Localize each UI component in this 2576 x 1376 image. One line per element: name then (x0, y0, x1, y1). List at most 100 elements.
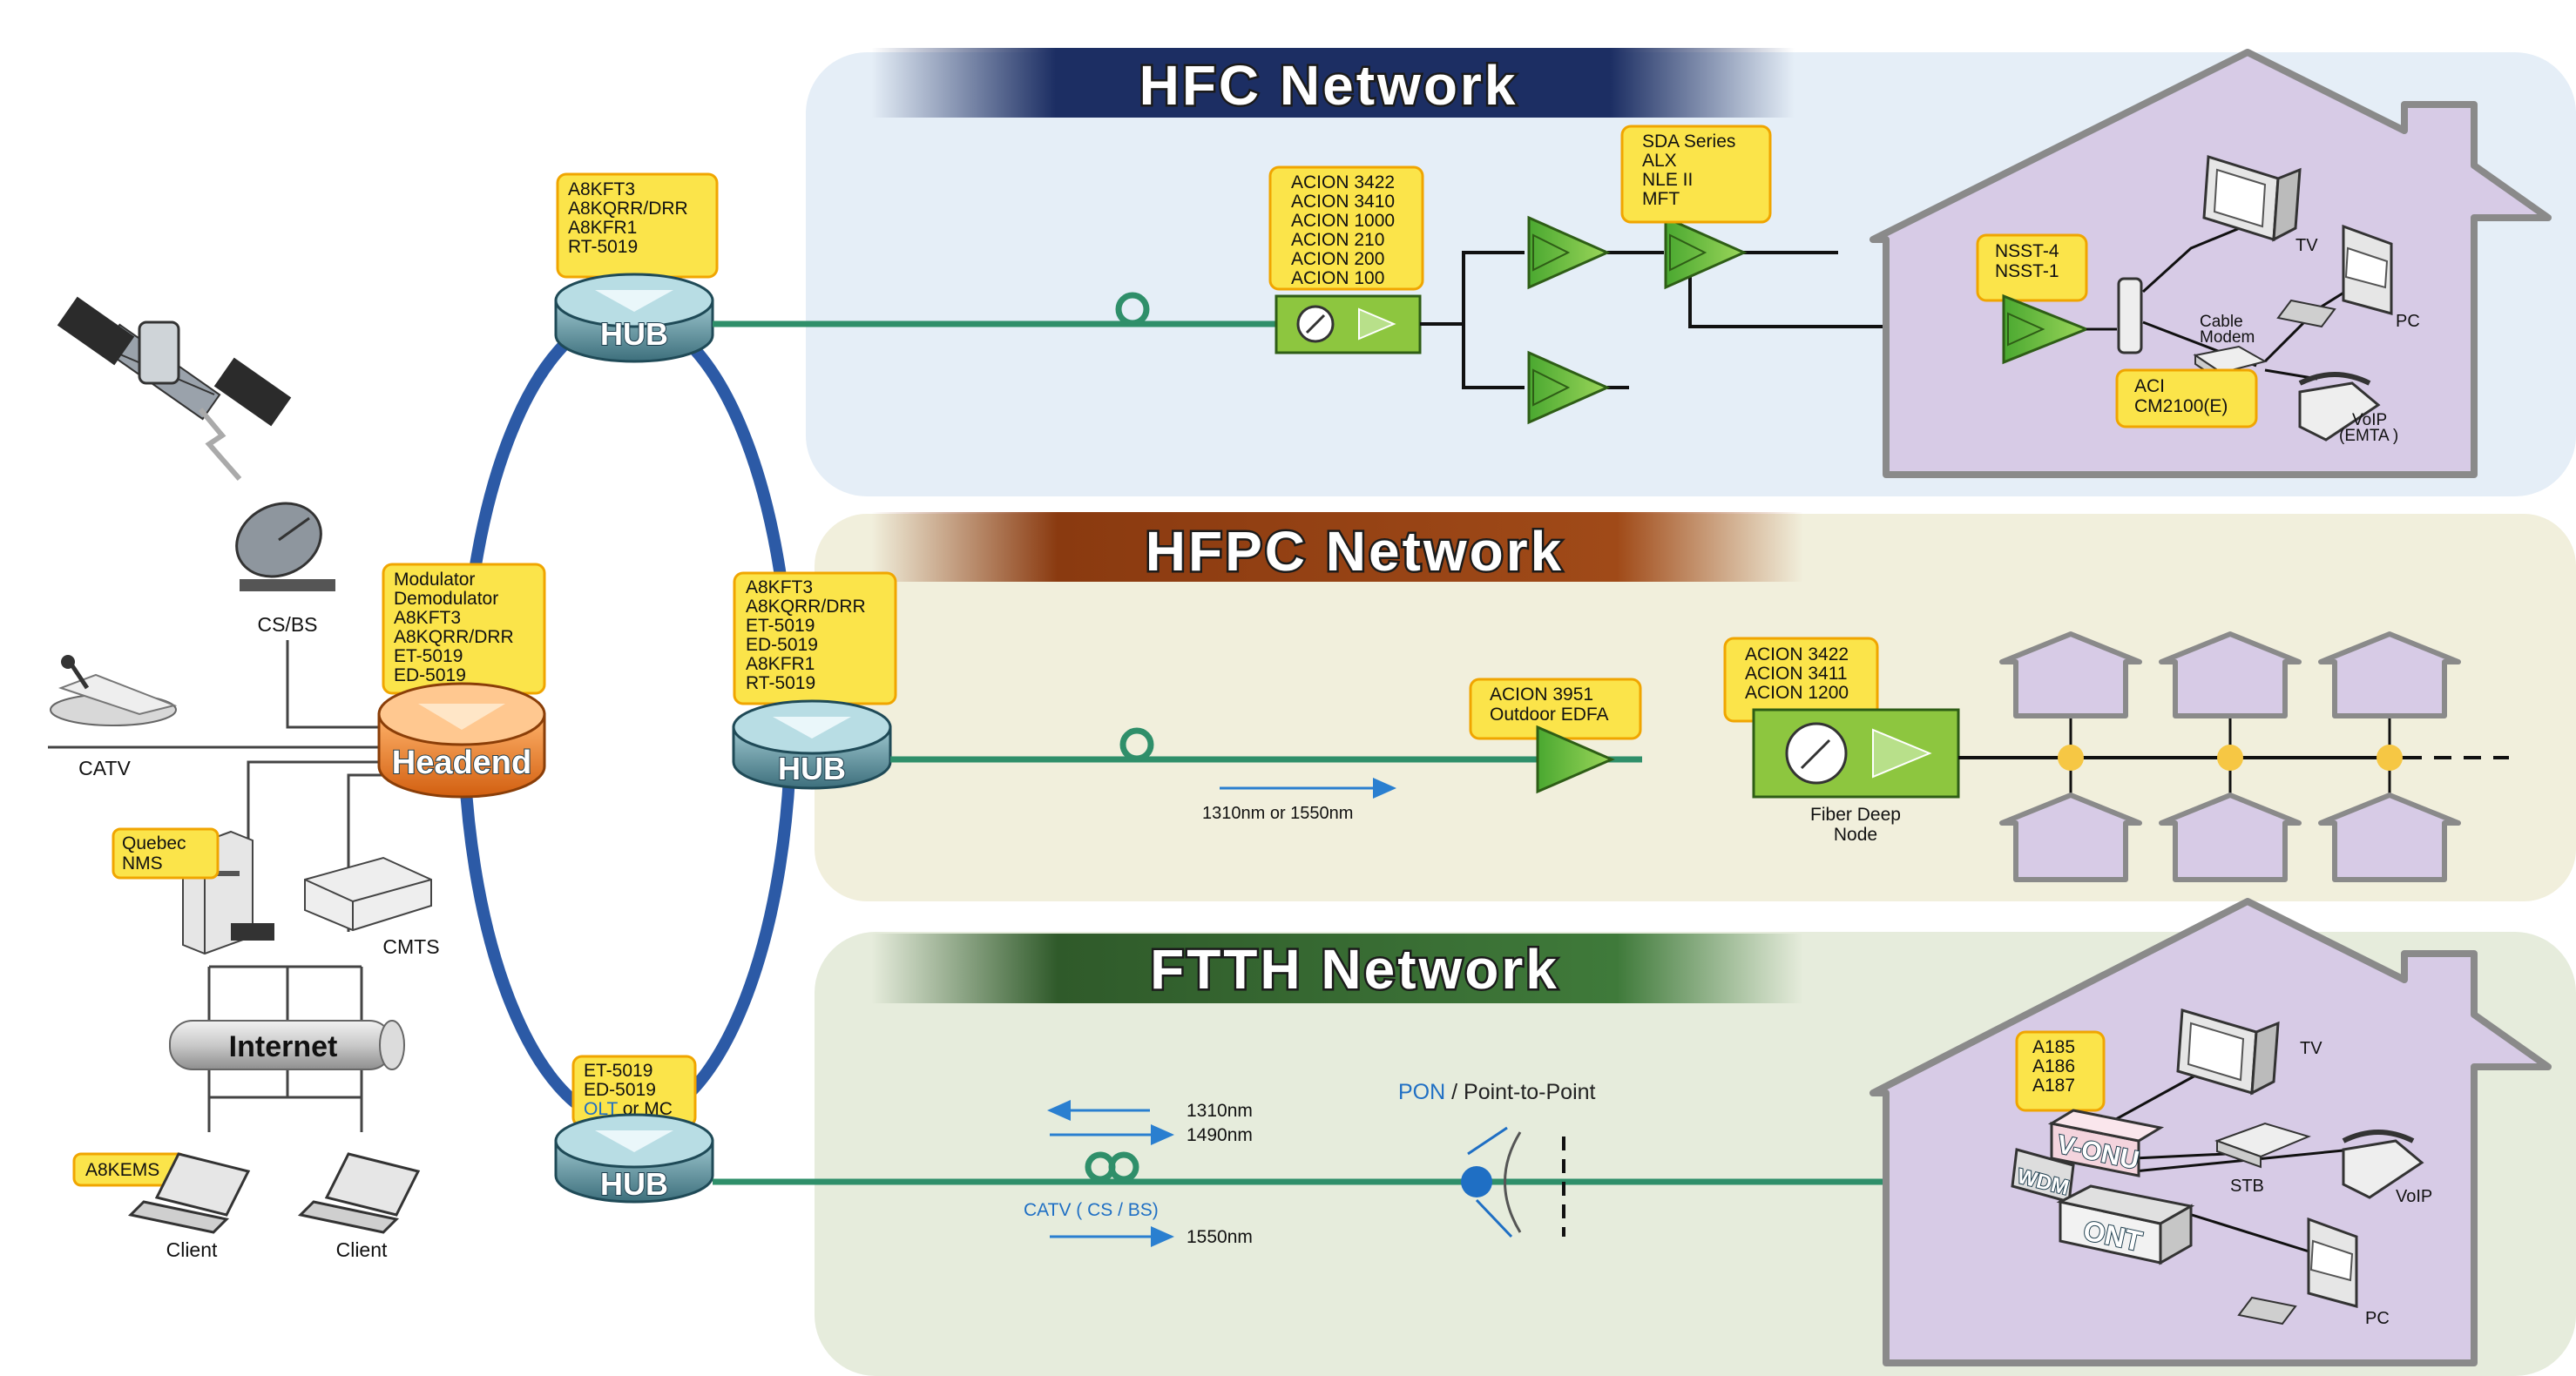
nsst-note: NSST-4 NSST-1 (1976, 233, 2088, 302)
ftth-fiber-spool-icon (1085, 1151, 1139, 1183)
client-laptop-icon-2 (297, 1152, 421, 1234)
stb-label: STB (2230, 1177, 2264, 1196)
svg-text:MFT: MFT (1642, 189, 1680, 209)
svg-text:ET-5019: ET-5019 (746, 616, 815, 636)
internet-cloud: Internet (169, 1020, 405, 1070)
svg-text:ET-5019: ET-5019 (584, 1061, 652, 1081)
svg-text:CM2100(E): CM2100(E) (2134, 396, 2228, 416)
cable-modem-label-2: Modem (2200, 328, 2255, 347)
ftth-phone-icon (2342, 1130, 2424, 1199)
hfc-title: HFC Network (1139, 54, 1518, 117)
svg-text:A186: A186 (2032, 1056, 2075, 1076)
svg-text:ACION 3422: ACION 3422 (1745, 644, 1849, 664)
svg-text:RT-5019: RT-5019 (746, 673, 815, 693)
pon-ptp-label: PON / Point-to-Point (1398, 1080, 1596, 1104)
pc-icon (2276, 224, 2393, 328)
pon-splitter-icon (1461, 1126, 1565, 1238)
hfc-optical-node (1274, 294, 1422, 354)
nms-note: Quebec NMS (112, 827, 220, 880)
hfc-amplifier-2 (1527, 350, 1611, 425)
svg-text:Quebec: Quebec (122, 833, 186, 853)
svg-text:A187: A187 (2032, 1076, 2075, 1096)
hfc-amplifier-1 (1527, 215, 1611, 290)
svg-text:ALX: ALX (1642, 151, 1677, 171)
svg-text:ACION 210: ACION 210 (1291, 230, 1384, 250)
top-hub: HUB (554, 273, 714, 363)
ftth-tv-icon (2176, 1008, 2280, 1096)
svg-text:ACION 3410: ACION 3410 (1291, 192, 1395, 212)
ftth-title-banner (871, 934, 1803, 1003)
mid-hub-note: A8KFT3 A8KQRR/DRR ET-5019 ED-5019 A8KFR1… (733, 571, 897, 705)
svg-text:ET-5019: ET-5019 (394, 646, 463, 666)
tap-icon-3 (2377, 745, 2403, 771)
hfpc-houses (1999, 631, 2461, 882)
hfc-home-amplifier (2002, 293, 2091, 365)
hfpc-section-bg (815, 514, 2576, 901)
svg-text:ED-5019: ED-5019 (584, 1080, 656, 1100)
hfpc-title: HFPC Network (1146, 520, 1565, 583)
cs-bs-label: CS/BS (257, 613, 317, 636)
tap-icon-2 (2217, 745, 2243, 771)
svg-text:ACION 1200: ACION 1200 (1745, 683, 1849, 703)
svg-text:ACION 3422: ACION 3422 (1291, 172, 1395, 192)
hfc-house (1869, 49, 2552, 478)
svg-text:Headend: Headend (392, 745, 531, 781)
svg-text:ACION 200: ACION 200 (1291, 249, 1384, 269)
svg-text:ACION 3951: ACION 3951 (1490, 685, 1593, 705)
hfpc-fiber-spool-icon (1119, 727, 1154, 762)
satellite-icon (57, 296, 292, 427)
svg-text:A185: A185 (2032, 1037, 2075, 1057)
cable-modem-label: Cable (2200, 313, 2243, 331)
satellite-link-icon (198, 408, 242, 481)
pc-label: PC (2396, 312, 2420, 331)
edfa-note: ACION 3951 Outdoor EDFA (1469, 678, 1642, 740)
client-laptop-icon (127, 1152, 251, 1234)
svg-text:A8KFR1: A8KFR1 (746, 654, 815, 674)
voip-label: VoIP (2352, 411, 2387, 429)
ftth-pc-label: PC (2365, 1309, 2390, 1328)
svg-text:NLE II: NLE II (1642, 170, 1693, 190)
hfpc-wavelength-label: 1310nm or 1550nm (1202, 804, 1353, 823)
fdn-label-2: Node (1834, 825, 1877, 845)
svg-text:HUB: HUB (778, 751, 846, 786)
svg-text:HUB: HUB (600, 1166, 668, 1202)
cmts-icon (304, 856, 432, 932)
svg-text:A8KFT3: A8KFT3 (568, 179, 635, 199)
svg-text:ED-5019: ED-5019 (394, 665, 466, 685)
ftth-voip-label: VoIP (2396, 1187, 2432, 1206)
hfc-amplifier-3 (1664, 215, 1748, 290)
svg-text:Outdoor EDFA: Outdoor EDFA (1490, 705, 1609, 725)
fiber-deep-node (1752, 708, 1960, 799)
client-label-1: Client (166, 1238, 218, 1261)
catv-antenna-icon (50, 655, 178, 726)
svg-text:ACI: ACI (2134, 376, 2165, 396)
aci-note: ACI CM2100(E) (2115, 368, 2258, 428)
catv-label: CATV (78, 757, 131, 779)
ont-box: ONT (2056, 1184, 2195, 1265)
hfc-fiber-spool-icon (1115, 292, 1150, 327)
voip-phone-icon (2298, 372, 2381, 442)
catv-cs-bs-label: CATV ( CS / BS) (1024, 1200, 1159, 1220)
label-1310: 1310nm (1187, 1101, 1253, 1121)
svg-text:RT-5019: RT-5019 (568, 237, 638, 257)
headend-models-note: Modulator Demodulator A8KFT3 A8KQRR/DRR … (382, 563, 546, 695)
vonu-box: V-ONU (2047, 1109, 2165, 1177)
bottom-hub: HUB (554, 1113, 714, 1204)
svg-text:A8KQRR/DRR: A8KQRR/DRR (746, 597, 866, 617)
svg-text:NSST-4: NSST-4 (1995, 241, 2059, 261)
ftth-pc-icon (2237, 1217, 2358, 1325)
svg-text:A8KFT3: A8KFT3 (746, 577, 813, 597)
svg-text:ACION 3411: ACION 3411 (1745, 664, 1848, 684)
headend-node: Headend (377, 682, 546, 799)
a8kems-note: A8KEMS (72, 1152, 187, 1187)
top-hub-note: A8KFT3 A8KQRR/DRR A8KFR1 RT-5019 (556, 172, 719, 279)
svg-text:A8KFT3: A8KFT3 (394, 608, 461, 628)
fdn-label: Fiber Deep (1810, 805, 1901, 825)
ftth-models-note: A185 A186 A187 (2015, 1030, 2106, 1112)
cmts-label: CMTS (382, 935, 439, 958)
svg-text:A8KEMS: A8KEMS (85, 1160, 159, 1180)
hfc-node-note: ACION 3422 ACION 3410 ACION 1000 ACION 2… (1268, 165, 1424, 291)
tap-icon-1 (2058, 745, 2084, 771)
ftth-title: FTTH Network (1150, 938, 1559, 1001)
